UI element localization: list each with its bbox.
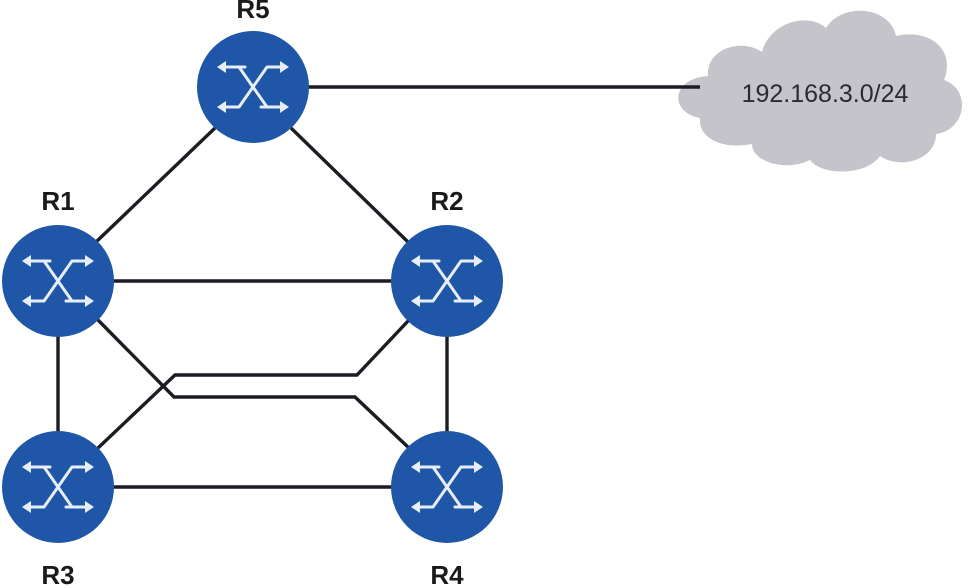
router-icon <box>22 461 94 513</box>
routers <box>2 31 503 543</box>
link-r5-r1 <box>94 126 217 244</box>
router-r2[interactable] <box>391 225 503 337</box>
link-r1-r4 <box>96 318 411 450</box>
router-label-r1: R1 <box>41 186 74 216</box>
router-r4[interactable] <box>391 431 503 543</box>
router-icon <box>411 255 483 307</box>
router-r1[interactable] <box>2 225 114 337</box>
network-cloud[interactable]: 192.168.3.0/24 <box>678 10 963 172</box>
router-icon <box>217 61 289 113</box>
router-label-r3: R3 <box>41 560 74 588</box>
router-label-r2: R2 <box>430 186 463 216</box>
router-label-r4: R4 <box>430 560 464 588</box>
link-r2-r3 <box>96 318 411 450</box>
link-r5-r2 <box>289 126 410 244</box>
router-label-r5: R5 <box>236 0 269 24</box>
router-icon <box>411 461 483 513</box>
router-r5[interactable] <box>197 31 309 143</box>
cloud-icon <box>678 10 963 172</box>
network-label: 192.168.3.0/24 <box>742 80 909 108</box>
router-r3[interactable] <box>2 431 114 543</box>
router-icon <box>22 255 94 307</box>
links <box>56 85 700 489</box>
